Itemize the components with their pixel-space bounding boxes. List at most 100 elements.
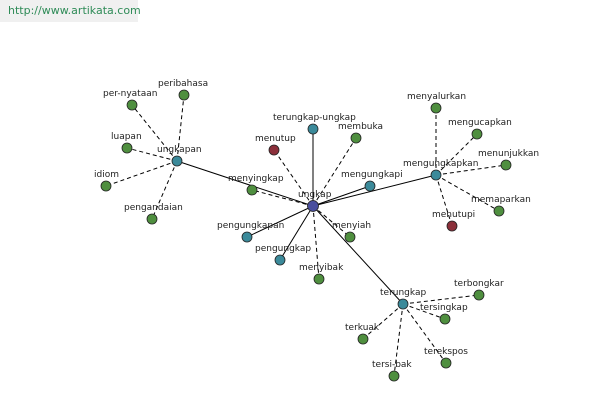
edge-terungkap-tersingkap	[402, 303, 446, 320]
node-dot-mengungkapkan[interactable]	[430, 169, 442, 181]
node-mengungkapi[interactable]: mengungkapi	[341, 170, 403, 192]
edge-ungkapan-luapan	[126, 147, 178, 162]
node-label-menunjukkan: menunjukkan	[478, 149, 539, 159]
node-label-mengucapkan: mengucapkan	[448, 118, 512, 128]
edge-ungkapan-pengandaian	[151, 160, 178, 220]
edge-ungkap-ungkapan	[176, 160, 314, 207]
node-ungkapan[interactable]: ungkapan	[157, 145, 202, 167]
edge-ungkap-terungkap	[312, 205, 404, 305]
node-pengandaian[interactable]: pengandaian	[124, 203, 183, 225]
node-per-nyataan[interactable]: per-nyataan	[103, 89, 157, 111]
node-label-menutup: menutup	[255, 134, 296, 144]
node-tersingkap[interactable]: tersingkap	[420, 303, 468, 325]
node-pengungkap[interactable]: pengungkap	[255, 244, 311, 266]
node-dot-ungkap[interactable]	[307, 200, 319, 212]
node-label-membuka: membuka	[338, 122, 383, 132]
node-mengucapkan[interactable]: mengucapkan	[448, 118, 512, 140]
node-label-ungkap: ungkap	[298, 190, 332, 200]
node-pengungkapan[interactable]: pengungkapan	[217, 221, 284, 243]
node-ungkap[interactable]: ungkap	[298, 190, 332, 212]
node-memaparkan[interactable]: memaparkan	[471, 195, 531, 217]
node-luapan[interactable]: luapan	[111, 132, 142, 154]
node-menutupi[interactable]: menutupi	[432, 210, 475, 232]
edge-ungkap-menutup	[273, 149, 314, 207]
node-dot-menyibak[interactable]	[313, 273, 325, 285]
edge-terungkap-terbongkar	[402, 294, 480, 305]
node-dot-luapan[interactable]	[121, 142, 133, 154]
node-terkuak[interactable]: terkuak	[345, 323, 380, 345]
node-label-mengungkapkan: mengungkapkan	[403, 159, 478, 169]
node-label-per-nyataan: per-nyataan	[103, 89, 157, 99]
edge-ungkapan-idiom	[105, 160, 178, 187]
node-label-terbongkar: terbongkar	[454, 279, 504, 289]
node-menyalurkan[interactable]: menyalurkan	[407, 92, 466, 114]
node-dot-mengucapkan[interactable]	[471, 128, 483, 140]
node-terungkap-ungkap[interactable]: terungkap-ungkap	[273, 113, 356, 135]
node-menyingkap[interactable]: menyingkap	[228, 174, 284, 196]
node-dot-memaparkan[interactable]	[493, 205, 505, 217]
node-label-ungkapan: ungkapan	[157, 145, 202, 155]
node-membuka[interactable]: membuka	[338, 122, 383, 144]
node-dot-mengungkapi[interactable]	[364, 180, 376, 192]
edge-ungkapan-per-nyataan	[131, 104, 178, 162]
node-dot-menutupi[interactable]	[446, 220, 458, 232]
node-dot-terungkap-ungkap[interactable]	[307, 123, 319, 135]
node-dot-menyiah[interactable]	[344, 231, 356, 243]
node-dot-menunjukkan[interactable]	[500, 159, 512, 171]
node-label-idiom: idiom	[94, 170, 119, 180]
node-label-mengungkapi: mengungkapi	[341, 170, 403, 180]
edge-mengungkapkan-menutupi	[435, 174, 453, 227]
node-menutup[interactable]: menutup	[255, 134, 296, 156]
node-label-terungkap-ungkap: terungkap-ungkap	[273, 113, 356, 123]
node-label-terkuak: terkuak	[345, 323, 380, 333]
node-dot-menyalurkan[interactable]	[430, 102, 442, 114]
node-terbongkar[interactable]: terbongkar	[454, 279, 504, 301]
node-label-pengungkap: pengungkap	[255, 244, 311, 254]
node-dot-terungkap[interactable]	[397, 298, 409, 310]
node-dot-menutup[interactable]	[268, 144, 280, 156]
node-dot-ungkapan[interactable]	[171, 155, 183, 167]
node-menunjukkan[interactable]: menunjukkan	[478, 149, 539, 171]
node-dot-membuka[interactable]	[350, 132, 362, 144]
node-label-menutupi: menutupi	[432, 210, 475, 220]
node-label-tersingkap: tersingkap	[420, 303, 468, 313]
node-dot-terbongkar[interactable]	[473, 289, 485, 301]
source-url-text: http://www.artikata.com	[8, 4, 141, 17]
node-dot-tersingkap[interactable]	[439, 313, 451, 325]
node-dot-terkuak[interactable]	[357, 333, 369, 345]
edge-mengungkapkan-mengucapkan	[435, 133, 478, 176]
edge-terungkap-terekspos	[402, 303, 447, 364]
edges-layer	[105, 94, 507, 377]
node-dot-per-nyataan[interactable]	[126, 99, 138, 111]
node-label-menyiah: menyiah	[332, 221, 371, 231]
node-idiom[interactable]: idiom	[94, 170, 119, 192]
node-label-menyingkap: menyingkap	[228, 174, 284, 184]
node-label-terekspos: terekspos	[424, 347, 468, 357]
node-mengungkapkan[interactable]: mengungkapkan	[403, 159, 478, 181]
node-terekspos[interactable]: terekspos	[424, 347, 468, 369]
node-label-menyalurkan: menyalurkan	[407, 92, 466, 102]
node-terungkap[interactable]: terungkap	[380, 288, 426, 310]
node-label-terungkap: terungkap	[380, 288, 426, 298]
node-tersi-bak[interactable]: tersi-bak	[372, 360, 412, 382]
node-label-tersi-bak: tersi-bak	[372, 360, 412, 370]
node-dot-idiom[interactable]	[100, 180, 112, 192]
node-dot-terekspos[interactable]	[440, 357, 452, 369]
node-label-peribahasa: peribahasa	[158, 79, 208, 89]
node-dot-tersi-bak[interactable]	[388, 370, 400, 382]
node-menyiah[interactable]: menyiah	[332, 221, 371, 243]
edge-ungkap-pengungkap	[279, 205, 314, 261]
node-peribahasa[interactable]: peribahasa	[158, 79, 208, 101]
edge-ungkap-mengungkapi	[312, 185, 371, 207]
node-dot-pengungkap[interactable]	[274, 254, 286, 266]
edge-ungkap-menyiah	[312, 205, 351, 238]
node-dot-peribahasa[interactable]	[178, 89, 190, 101]
node-menyibak[interactable]: menyibak	[299, 263, 344, 285]
source-url-banner: http://www.artikata.com	[0, 0, 141, 22]
node-label-pengungkapan: pengungkapan	[217, 221, 284, 231]
node-dot-pengungkapan[interactable]	[241, 231, 253, 243]
node-label-pengandaian: pengandaian	[124, 203, 183, 213]
node-dot-pengandaian[interactable]	[146, 213, 158, 225]
node-dot-menyingkap[interactable]	[246, 184, 258, 196]
